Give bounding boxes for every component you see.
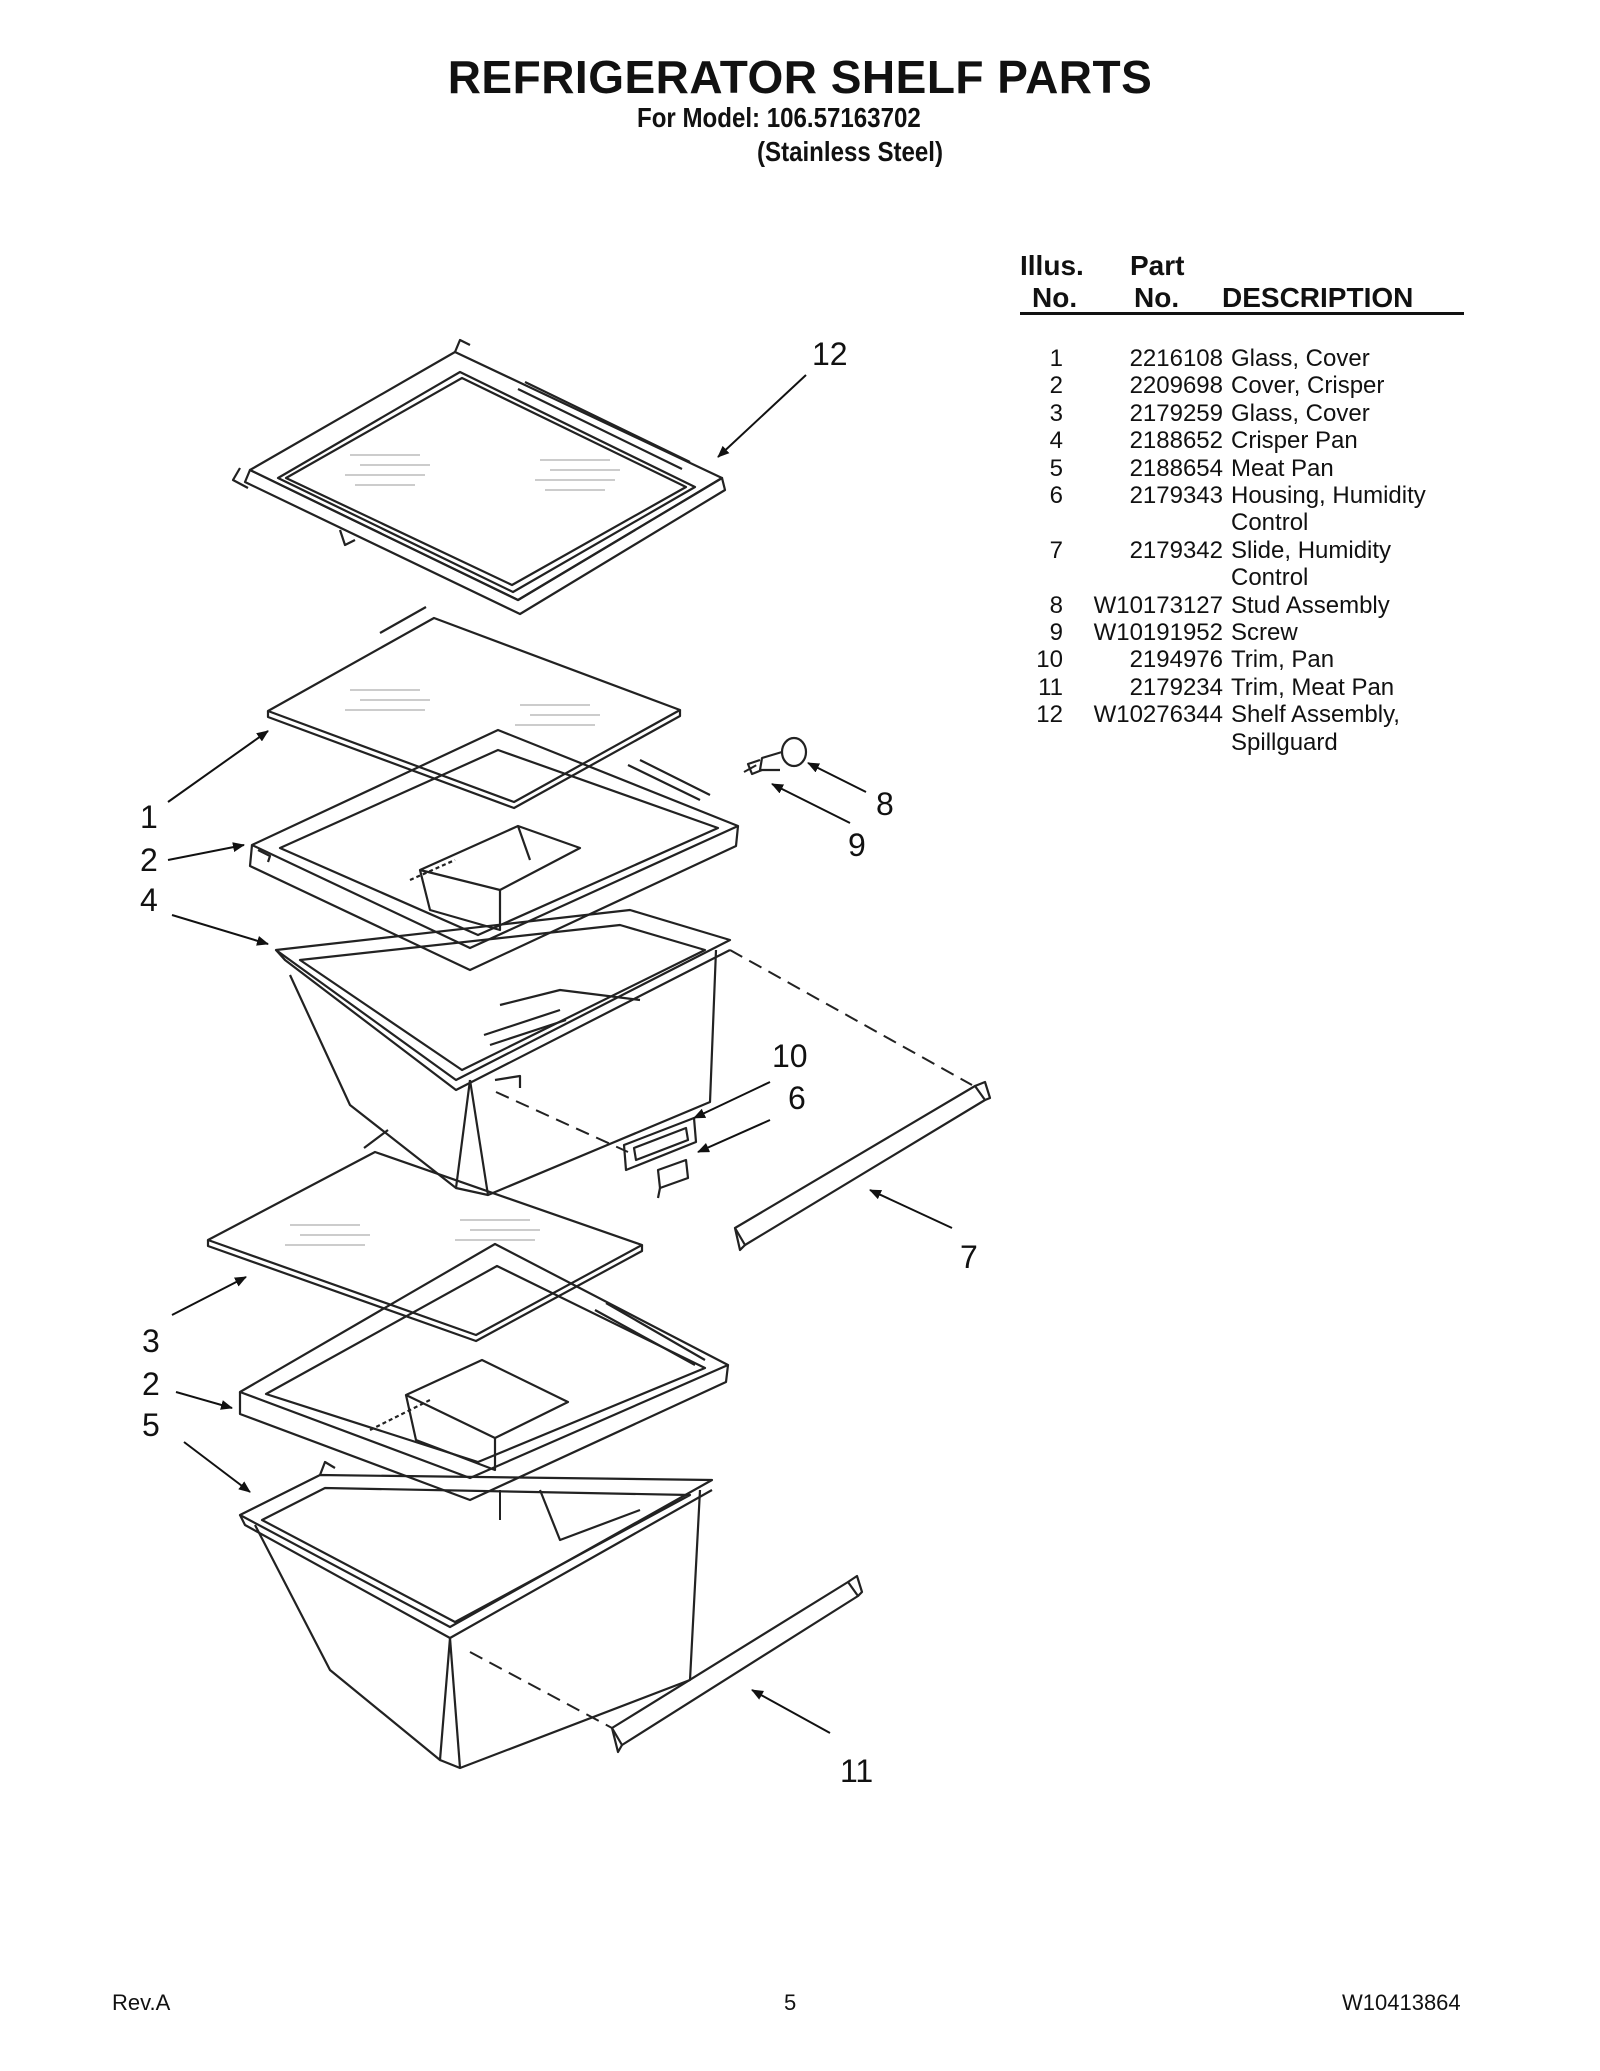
part-no: 2179259 [1129, 399, 1223, 427]
part-no: 2194976 [1129, 646, 1223, 674]
part-no: 2179234 [1129, 673, 1223, 701]
part-description: Cover, Crisper [1231, 372, 1385, 400]
col-part-line2: No. [1134, 282, 1180, 313]
glass-cover-upper [266, 616, 682, 810]
parts-row: 8 W10173127 Stud Assembly [1020, 592, 1461, 619]
parts-row: 12 W10276344 Shelf Assembly, Spillguard [1020, 701, 1461, 756]
callout-1: 1 [140, 799, 158, 835]
illus-no: 2 [1049, 372, 1063, 400]
part-description: Meat Pan [1231, 454, 1334, 482]
callout-11: 11 [840, 1753, 873, 1789]
parts-row: 1 2216108 Glass, Cover [1020, 345, 1461, 372]
illus-no: 3 [1049, 399, 1063, 427]
illus-no: 6 [1049, 482, 1063, 510]
illus-no: 11 [1038, 673, 1063, 701]
table-header-rule [1020, 312, 1464, 315]
part-description: Housing, Humidity Control [1231, 482, 1426, 537]
part-no: 2179342 [1129, 536, 1223, 564]
part-description: Glass, Cover [1231, 399, 1370, 427]
callout-6: 6 [788, 1080, 806, 1116]
part-no: 2216108 [1129, 345, 1223, 372]
illus-no: 1 [1049, 345, 1063, 372]
callout-4: 4 [140, 882, 158, 918]
parts-row: 6 2179343 Housing, Humidity Control [1020, 482, 1461, 537]
assembly-lines [469, 761, 973, 1729]
col-description: DESCRIPTION [1222, 282, 1414, 313]
callout-7: 7 [960, 1239, 978, 1275]
page-title: REFRIGERATOR SHELF PARTS [447, 51, 1153, 103]
parts-row: 9 W10191952 Screw [1020, 619, 1461, 646]
callout-2-lower: 2 [142, 1366, 160, 1402]
part-description: Screw [1231, 619, 1298, 647]
callout-12: 12 [812, 336, 848, 372]
part-description: Slide, Humidity Control [1231, 536, 1392, 592]
part-no: 2188652 [1129, 427, 1223, 455]
col-illus-line2: No. [1032, 282, 1078, 313]
part-description: Trim, Pan [1231, 646, 1335, 674]
finish-line: (Stainless Steel) [757, 136, 944, 167]
part-no: W10276344 [1093, 701, 1223, 729]
revision-label: Rev.A [112, 1990, 171, 2015]
part-description: Stud Assembly [1231, 591, 1390, 619]
part-no: 2188654 [1129, 454, 1223, 482]
parts-row: 2 2209698 Cover, Crisper [1020, 372, 1461, 399]
part-description: Shelf Assembly, Spillguard [1231, 701, 1400, 756]
illus-no: 12 [1036, 701, 1063, 729]
part-no: 2209698 [1129, 372, 1223, 400]
crisper-cover-lower [238, 1242, 730, 1502]
meat-pan-trim [610, 1574, 864, 1754]
glass-cover-lower [206, 1150, 644, 1343]
illus-no: 7 [1049, 536, 1063, 564]
illus-no: 9 [1049, 619, 1063, 647]
stud-assembly-and-screw [746, 736, 808, 776]
part-description: Glass, Cover [1231, 345, 1370, 372]
part-description: Crisper Pan [1231, 427, 1358, 455]
parts-row: 5 2188654 Meat Pan [1020, 455, 1461, 482]
illus-no: 4 [1049, 427, 1063, 455]
parts-row: 7 2179342 Slide, Humidity Control [1020, 537, 1461, 592]
parts-row: 10 2194976 Trim, Pan [1020, 646, 1461, 673]
parts-row: 11 2179234 Trim, Meat Pan [1020, 674, 1461, 701]
part-no: W10191952 [1093, 619, 1223, 647]
callout-arrows [167, 374, 953, 1734]
col-part-line1: Part [1130, 250, 1185, 281]
leader-line [379, 606, 427, 634]
illus-no: 8 [1049, 591, 1063, 619]
callout-10: 10 [772, 1038, 808, 1074]
callout-5: 5 [142, 1407, 160, 1443]
callout-8: 8 [876, 786, 894, 822]
part-no: W10173127 [1093, 591, 1223, 619]
humidity-control-slide [733, 1080, 992, 1252]
illus-no: 5 [1049, 454, 1063, 482]
illus-no: 10 [1036, 646, 1063, 674]
callout-2: 2 [140, 842, 158, 878]
document-number: W10413864 [1342, 1990, 1461, 2015]
parts-row: 4 2188652 Crisper Pan [1020, 427, 1461, 454]
spillguard-shelf-assembly [231, 338, 727, 616]
crisper-cover-upper [248, 728, 740, 972]
callout-9: 9 [848, 827, 866, 863]
part-no: 2179343 [1129, 482, 1223, 510]
parts-row: 3 2179259 Glass, Cover [1020, 400, 1461, 427]
humidity-control-housing [622, 1116, 698, 1199]
meat-pan [238, 1460, 714, 1770]
model-line: For Model: 106.57163702 [637, 102, 921, 133]
part-description: Trim, Meat Pan [1231, 673, 1395, 701]
leader-line [363, 1129, 389, 1149]
crisper-pan [274, 908, 732, 1197]
col-illus-line1: Illus. [1020, 250, 1084, 281]
page-number: 5 [784, 1990, 797, 2015]
callout-3: 3 [142, 1323, 160, 1359]
